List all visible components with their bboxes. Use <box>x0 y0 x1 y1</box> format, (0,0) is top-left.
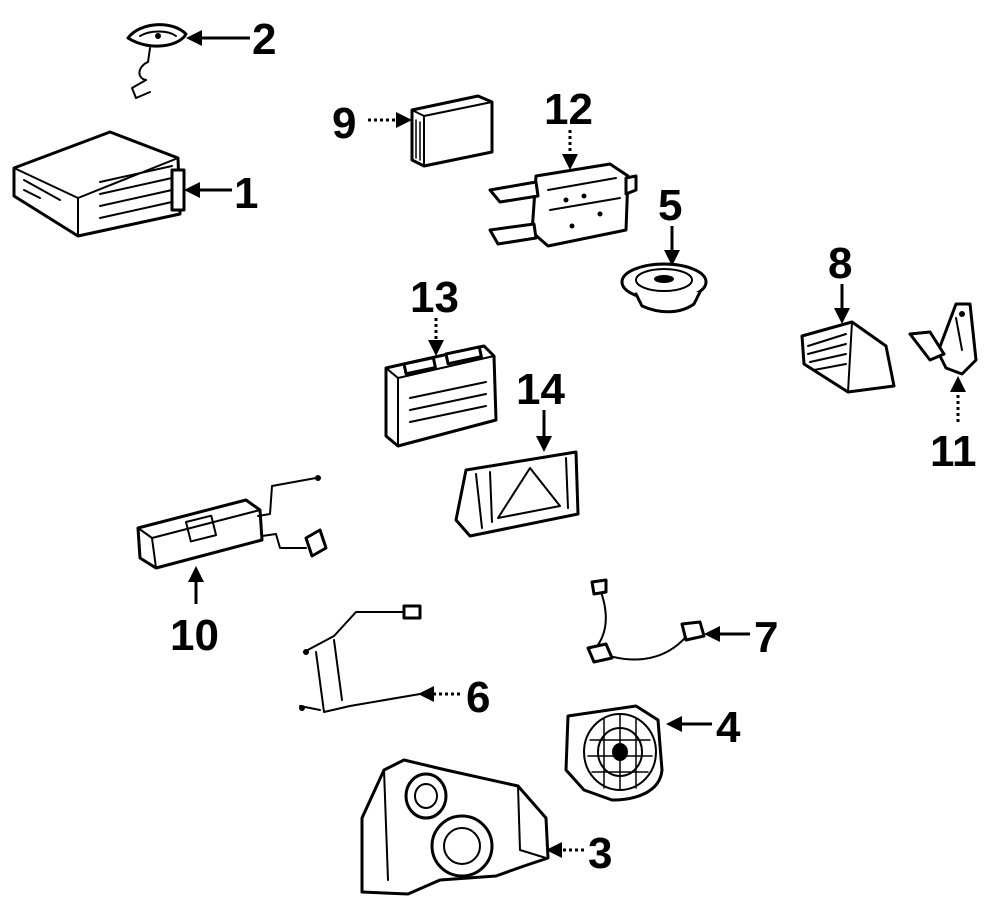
callout-12: 12 <box>544 85 593 134</box>
part-11-bracket <box>908 302 978 376</box>
callout-5: 5 <box>658 181 682 230</box>
part-8-amplifier <box>800 320 896 394</box>
callout-labels: 2 1 9 12 5 8 11 13 14 10 6 7 4 3 <box>170 15 977 878</box>
callout-3: 3 <box>588 829 612 878</box>
part-9-module <box>410 94 494 168</box>
part-5-speaker <box>620 262 708 314</box>
callout-1: 1 <box>234 169 258 218</box>
callout-13: 13 <box>410 273 459 322</box>
part-14-triangular-bracket <box>454 450 580 538</box>
callout-9: 9 <box>332 99 356 148</box>
part-10-antenna-module <box>136 475 328 570</box>
callout-10: 10 <box>170 611 219 660</box>
part-13-control-module <box>384 344 498 448</box>
part-2-tweeter <box>126 23 188 99</box>
part-4-large-speaker <box>564 704 664 802</box>
part-7-speaker-bracket <box>586 578 706 664</box>
callout-4: 4 <box>716 703 741 752</box>
part-1-radio-receiver <box>12 130 186 238</box>
leader-lines <box>184 30 966 858</box>
callout-14: 14 <box>516 365 565 414</box>
callout-6: 6 <box>466 673 490 722</box>
callout-2: 2 <box>252 15 276 64</box>
part-3-speaker-enclosure <box>360 758 550 896</box>
callout-11: 11 <box>930 427 977 476</box>
part-12-bracket <box>488 162 638 248</box>
callout-8: 8 <box>828 239 852 288</box>
part-6-wire-bracket <box>299 604 422 713</box>
callout-7: 7 <box>754 613 778 662</box>
